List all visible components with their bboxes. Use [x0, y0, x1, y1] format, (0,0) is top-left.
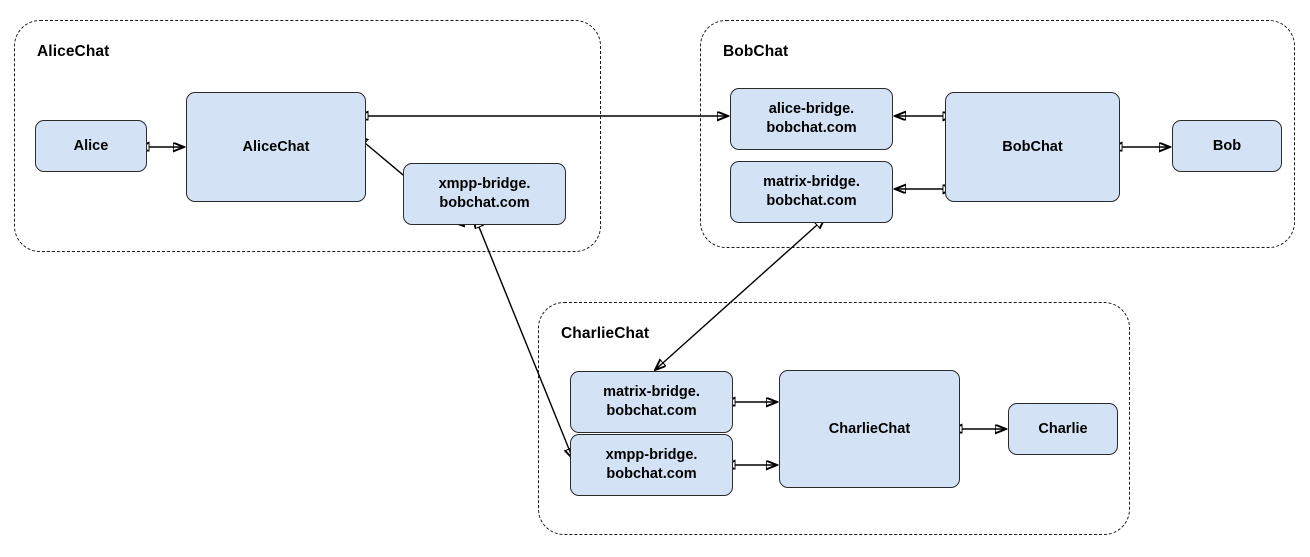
- node-label-line: CharlieChat: [828, 420, 911, 437]
- node-label-alice-xmpp-bridge: xmpp-bridge. bobchat.com: [439, 175, 531, 212]
- node-label-line: AliceChat: [242, 138, 310, 155]
- container-bobchat-domain: [700, 20, 1295, 248]
- node-charlie[interactable]: Charlie: [1008, 403, 1118, 455]
- node-bob[interactable]: Bob: [1172, 120, 1282, 172]
- container-alicechat-domain: [14, 20, 601, 252]
- node-label-line: xmpp-bridge.: [438, 176, 531, 193]
- node-alicechat-server[interactable]: AliceChat: [186, 92, 366, 202]
- node-label-charlie-matrix-bridge: matrix-bridge. bobchat.com: [603, 383, 700, 420]
- node-bobchat-server[interactable]: BobChat: [945, 92, 1120, 202]
- node-label-bob-matrix-bridge: matrix-bridge. bobchat.com: [763, 173, 860, 210]
- node-label-alice: Alice: [74, 137, 109, 156]
- node-label-line: Bob: [1212, 137, 1242, 154]
- node-alice[interactable]: Alice: [35, 120, 147, 172]
- node-charliechat-server[interactable]: CharlieChat: [779, 370, 960, 488]
- node-label-line: bobchat.com: [606, 466, 697, 482]
- container-label-bobchat-domain: BobChat: [723, 43, 789, 60]
- node-label-line: Alice: [73, 137, 109, 154]
- node-label-bobchat-server: BobChat: [1002, 138, 1062, 157]
- node-bob-matrix-bridge[interactable]: matrix-bridge. bobchat.com: [730, 161, 893, 223]
- node-label-line: xmpp-bridge.: [605, 447, 698, 464]
- node-label-charlie: Charlie: [1038, 420, 1087, 439]
- node-label-line: bobchat.com: [766, 120, 857, 136]
- node-charlie-matrix-bridge[interactable]: matrix-bridge. bobchat.com: [570, 371, 733, 433]
- container-charliechat-domain: [538, 302, 1130, 535]
- node-label-charlie-xmpp-bridge: xmpp-bridge. bobchat.com: [606, 446, 698, 483]
- container-label-alicechat-domain: AliceChat: [37, 43, 110, 60]
- node-label-charliechat-server: CharlieChat: [829, 420, 910, 439]
- node-label-line: BobChat: [1002, 138, 1063, 155]
- node-alice-xmpp-bridge[interactable]: xmpp-bridge. bobchat.com: [403, 163, 566, 225]
- node-label-alicechat-server: AliceChat: [243, 138, 310, 157]
- node-label-line: alice-bridge.: [768, 101, 855, 118]
- node-charlie-xmpp-bridge[interactable]: xmpp-bridge. bobchat.com: [570, 434, 733, 496]
- node-label-bob: Bob: [1213, 137, 1241, 156]
- node-label-bob-alice-bridge: alice-bridge. bobchat.com: [766, 100, 856, 137]
- node-label-line: matrix-bridge.: [763, 174, 860, 191]
- node-bob-alice-bridge[interactable]: alice-bridge. bobchat.com: [730, 88, 893, 150]
- node-label-line: bobchat.com: [766, 193, 857, 209]
- container-label-charliechat-domain: CharlieChat: [561, 325, 650, 342]
- node-label-line: Charlie: [1038, 420, 1088, 437]
- node-label-line: bobchat.com: [439, 195, 530, 211]
- node-label-line: matrix-bridge.: [603, 384, 700, 401]
- node-label-line: bobchat.com: [606, 403, 697, 419]
